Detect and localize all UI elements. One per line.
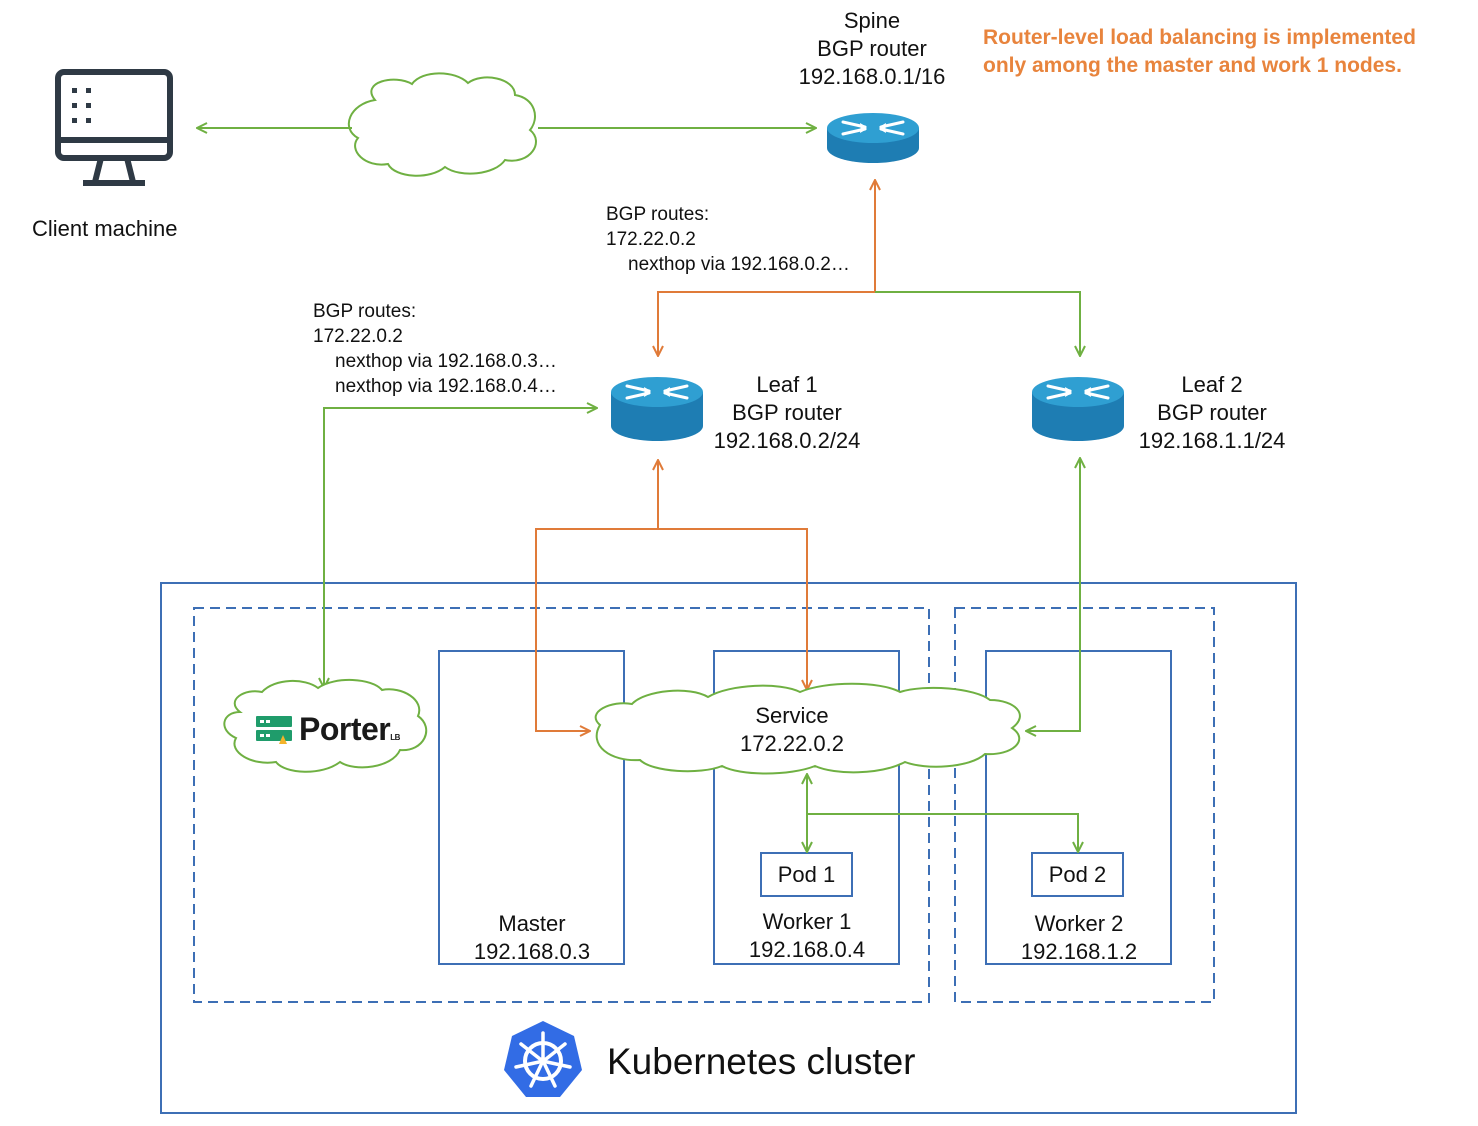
- leaf1-type: BGP router: [732, 400, 842, 425]
- spine-type: BGP router: [817, 36, 927, 61]
- worker2-ip: 192.168.1.2: [1020, 939, 1138, 964]
- route-nexthop: nexthop via 192.168.0.2…: [628, 254, 850, 275]
- leaf2-service-link: [1026, 458, 1080, 731]
- leaf2-ip: 192.168.1.1/24: [1138, 428, 1286, 453]
- pod1-box: [760, 852, 853, 897]
- spine-leaf2-link: [875, 291, 1080, 356]
- service-cloud-icon: [594, 682, 1021, 775]
- spine-name: Spine: [843, 8, 901, 33]
- service-label: Service 172.22.0.2: [692, 702, 892, 758]
- worker1-ip: 192.168.0.4: [748, 937, 866, 962]
- worker2-node-label: Worker 2 192.168.1.2: [979, 910, 1179, 966]
- porter-leaf1-link: [324, 408, 597, 688]
- service-ip: 172.22.0.2: [740, 731, 844, 756]
- worker2-node-box: [985, 650, 1172, 965]
- leaf2-router-label: Leaf 2 BGP router 192.168.1.1/24: [1112, 371, 1312, 455]
- master-node-box: [438, 650, 625, 965]
- spine-router-label: Spine BGP router 192.168.0.1/16: [772, 7, 972, 91]
- leaf1-ip: 192.168.0.2/24: [713, 428, 861, 453]
- spine-bgp-routes: BGP routes: 172.22.0.2 nexthop via 192.1…: [606, 202, 850, 277]
- note-line-1: Router-level load balancing is implement…: [983, 26, 1416, 49]
- leaf2-type: BGP router: [1157, 400, 1267, 425]
- router-icon: [827, 113, 919, 163]
- worker1-node-label: Worker 1 192.168.0.4: [707, 908, 907, 964]
- leaf1-bgp-routes: BGP routes: 172.22.0.2 nexthop via 192.1…: [313, 299, 557, 399]
- routes-prefix: 172.22.0.2: [313, 326, 403, 347]
- service-name: Service: [755, 703, 829, 728]
- internet-cloud-icon: [347, 72, 537, 177]
- router-icon: [1032, 377, 1124, 441]
- master-worker1-group-box: [193, 607, 930, 1003]
- note-line-2: only among the master and work 1 nodes.: [983, 54, 1402, 77]
- master-name: Master: [498, 911, 566, 936]
- kubernetes-cluster-box: [160, 582, 1297, 1114]
- route-nexthop: nexthop via 192.168.0.4…: [335, 376, 557, 397]
- master-ip: 192.168.0.3: [473, 939, 591, 964]
- worker2-name: Worker 2: [1034, 911, 1124, 936]
- routes-title: BGP routes:: [313, 301, 417, 322]
- pod1-label: Pod 1: [777, 862, 836, 887]
- worker1-name: Worker 1: [762, 909, 852, 934]
- leaf1-service-link: [535, 460, 807, 731]
- monitor-icon: [55, 69, 173, 186]
- spine-leaf1-link: [658, 180, 875, 356]
- router-icon: [611, 377, 703, 441]
- leaf1-router-label: Leaf 1 BGP router 192.168.0.2/24: [687, 371, 887, 455]
- leaf2-name: Leaf 2: [1181, 372, 1243, 397]
- porter-cloud-icon: [223, 678, 428, 773]
- client-label: Client machine: [32, 216, 178, 241]
- service-pod-links: [807, 774, 1078, 852]
- leaf1-name: Leaf 1: [756, 372, 818, 397]
- route-nexthop: nexthop via 192.168.0.3…: [335, 351, 557, 372]
- load-balancing-note: Router-level load balancing is implement…: [983, 24, 1416, 80]
- spine-ip: 192.168.0.1/16: [798, 64, 946, 89]
- porter-suffix: LB: [390, 733, 400, 742]
- routes-prefix: 172.22.0.2: [606, 229, 696, 250]
- pod2-box: [1031, 852, 1124, 897]
- porter-wordmark: PorterLB: [299, 711, 400, 756]
- porter-name: Porter: [299, 711, 391, 747]
- kubernetes-icon: [504, 1021, 582, 1097]
- porter-logo: [256, 716, 292, 744]
- routes-title: BGP routes:: [606, 204, 710, 225]
- master-node-label: Master 192.168.0.3: [432, 910, 632, 966]
- cluster-label: Kubernetes cluster: [607, 1041, 916, 1082]
- pod2-label: Pod 2: [1048, 862, 1107, 887]
- worker2-group-box: [954, 607, 1215, 1003]
